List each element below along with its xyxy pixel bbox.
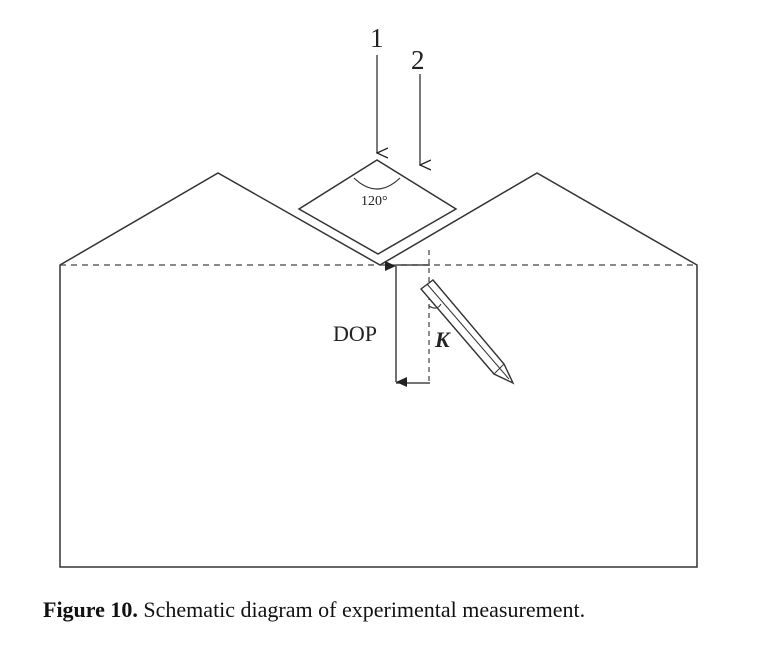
specimen-outline [59,172,698,568]
kappa-label: K [434,327,451,352]
dop-label: DOP [333,321,377,346]
figure-number: Figure 10. [43,597,138,622]
kappa-arc [428,303,442,309]
arrow-2-label: 2 [411,45,425,75]
figure-caption-text: Schematic diagram of experimental measur… [143,597,586,622]
indenter-square [297,159,458,255]
arrow-1-label: 1 [370,23,384,53]
angle-label: 120° [361,194,388,209]
figure-caption: Figure 10. Schematic diagram of experime… [43,597,585,623]
angle-arc [353,177,401,190]
probe-tip-line [493,363,505,375]
probe-inner-line [426,283,510,380]
